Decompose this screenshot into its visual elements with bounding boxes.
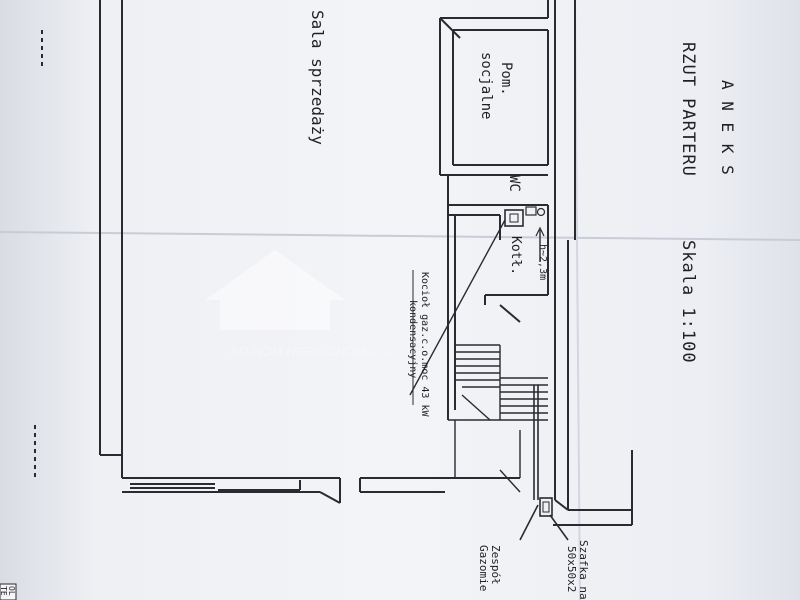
room-label-social-line1: Pom.	[498, 62, 514, 96]
room-label-boiler-room: Kotł.	[508, 236, 523, 275]
building-walls	[99, 0, 520, 504]
edge-label-box	[0, 583, 17, 600]
room-label-wc: WC	[506, 175, 522, 192]
outer-wall-left	[34, 30, 43, 480]
plan-scale: Skala 1:100	[678, 240, 698, 364]
edge-label-top: OL	[7, 586, 16, 596]
watermark-text: AD-NOM NIERUCHOMOŚCI	[230, 344, 398, 359]
meter-annotation-line2: Gazomie	[477, 545, 490, 591]
watermark-logo: AD-NOM NIERUCHOMOŚCI	[205, 250, 398, 359]
room-label-sales-hall: Sala sprzedaży	[308, 10, 327, 145]
gas-installation	[519, 385, 569, 541]
staircase	[448, 344, 548, 493]
paper-fold-line	[0, 231, 800, 241]
height-annotation: h~2,3m	[537, 244, 548, 280]
boiler-symbol	[409, 206, 546, 396]
room-label-social-line2: socjalne	[478, 52, 494, 119]
cabinet-annotation-line1: Szafka na	[577, 540, 590, 600]
cabinet-annotation-line2: 50x50x2	[565, 546, 578, 592]
plan-title: A N E K S	[718, 80, 737, 176]
boiler-annotation-line1: Kocioł gaz.c.o.moc 43 kW	[419, 272, 430, 417]
social-room	[439, 17, 549, 176]
meter-annotation-line1: Zespół	[489, 545, 502, 585]
plan-subtitle: RZUT PARTERU	[678, 42, 698, 177]
right-wall	[440, 0, 633, 526]
edge-label-bottom: TE	[0, 586, 8, 596]
